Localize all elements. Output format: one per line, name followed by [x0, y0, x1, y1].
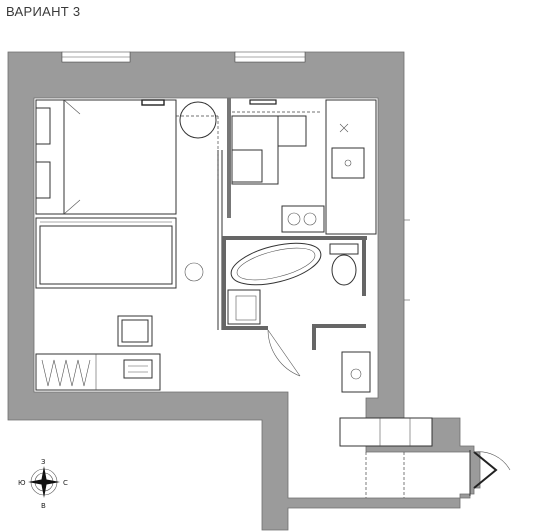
toilet	[329, 243, 359, 286]
plan-title: ВАРИАНТ 3	[6, 4, 81, 19]
compass-west: Ю	[18, 479, 26, 487]
bathtub	[230, 242, 322, 286]
robot-vacuum-icon	[184, 262, 204, 282]
window-kitchen	[234, 51, 306, 63]
hall-wardrobe	[339, 351, 433, 447]
stove	[281, 205, 325, 233]
compass-rose-icon: З В Ю С	[18, 458, 68, 510]
partition-walls	[217, 98, 367, 350]
compass-east: С	[63, 479, 68, 487]
dining-set	[231, 99, 320, 185]
bathroom-sink	[227, 289, 261, 325]
compass-south: В	[41, 502, 46, 510]
kitchen-counter	[325, 99, 377, 235]
sofa	[35, 217, 177, 289]
window-bedroom	[61, 51, 131, 63]
desk-chair	[117, 315, 153, 347]
round-chair	[179, 101, 217, 139]
wardrobe-desk	[35, 353, 161, 391]
bathroom-door	[267, 329, 301, 377]
compass-north: З	[41, 458, 46, 466]
double-bed	[35, 99, 177, 215]
entrance-door	[469, 450, 511, 496]
